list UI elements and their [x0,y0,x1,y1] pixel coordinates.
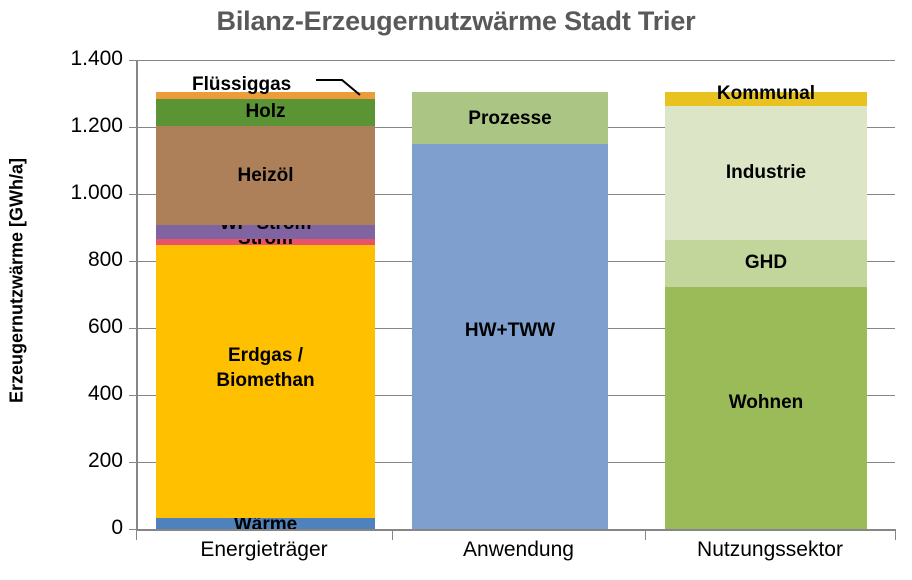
y-tick-mark-600 [129,328,136,329]
y-tick-label-1400: 1.400 [70,47,123,70]
chart-title: Bilanz-Erzeugernutzwärme Stadt Trier [216,6,696,36]
y-tick-mark-1400 [129,60,136,61]
segment-industrie[interactable] [665,106,867,240]
callout-leader-line-fluessiggas [316,79,361,96]
x-tick-mark-right [895,531,896,540]
y-tick-mark-1000 [129,194,136,195]
y-tick-mark-400 [129,395,136,396]
x-axis-label-anwendung: Anwendung [463,538,574,561]
y-tick-label-1200: 1.200 [70,114,123,137]
y-tick-mark-0 [129,529,136,530]
segment-holz[interactable] [156,99,375,126]
segment-label-heizoel: Heizöl [237,165,294,186]
segment-waerme[interactable] [156,518,375,530]
y-tick-mark-800 [129,261,136,262]
segment-label-holz: Holz [245,101,286,122]
y-tick-label-800: 800 [87,248,123,271]
segment-wohnen[interactable] [665,287,867,530]
x-axis-line [136,529,896,531]
y-tick-mark-200 [129,462,136,463]
y-tick-label-400: 400 [87,382,123,405]
segment-hw-tww[interactable] [412,144,608,530]
segment-wp-strom[interactable] [156,225,375,239]
segment-label-hw-tww: HW+TWW [464,320,556,341]
x-tick-mark-1 [392,531,393,540]
bar-anwendung[interactable]: HW+TWW Prozesse [412,60,608,530]
bar-energietraeger[interactable]: Wärme Erdgas / Biomethan Strom WP-Strom … [156,60,375,534]
y-tick-label-200: 200 [87,449,123,472]
segment-label-kommunal: Kommunal [716,83,816,104]
segment-kommunal[interactable] [665,92,867,106]
segment-label-prozesse: Prozesse [468,108,552,129]
y-tick-label-0: 0 [111,516,123,539]
gridline-1400 [136,60,895,61]
y-tick-label-600: 600 [87,315,123,338]
plot-area: Wärme Erdgas / Biomethan Strom WP-Strom … [136,60,895,534]
segment-ghd[interactable] [665,240,867,287]
y-axis-tick-labels: 1.400 1.200 1.000 800 600 400 200 0 [5,0,123,580]
x-tick-mark-2 [645,531,646,540]
segment-label-industrie: Industrie [725,162,807,183]
segment-strom[interactable] [156,239,375,245]
segment-label-wohnen: Wohnen [728,392,804,413]
y-tick-label-1000: 1.000 [70,181,123,204]
callout-label-fluessiggas: Flüssiggas [192,74,292,95]
segment-erdgas-biomethan[interactable] [156,245,375,518]
y-tick-mark-1200 [129,127,136,128]
x-tick-mark-left [136,531,137,540]
segment-label-biomethan: Biomethan [216,370,315,391]
x-axis-label-nutzungssektor: Nutzungssektor [697,538,843,561]
segment-heizoel[interactable] [156,126,375,225]
segment-fluessiggas[interactable] [156,92,375,99]
segment-label-erdgas: Erdgas / [228,345,303,366]
x-axis-label-energietraeger: Energieträger [200,538,328,561]
segment-label-ghd: GHD [744,252,788,273]
segment-prozesse[interactable] [412,92,608,144]
bar-nutzungssektor[interactable]: Wohnen GHD Industrie Kommunal [665,60,867,530]
y-axis-line [136,60,138,531]
